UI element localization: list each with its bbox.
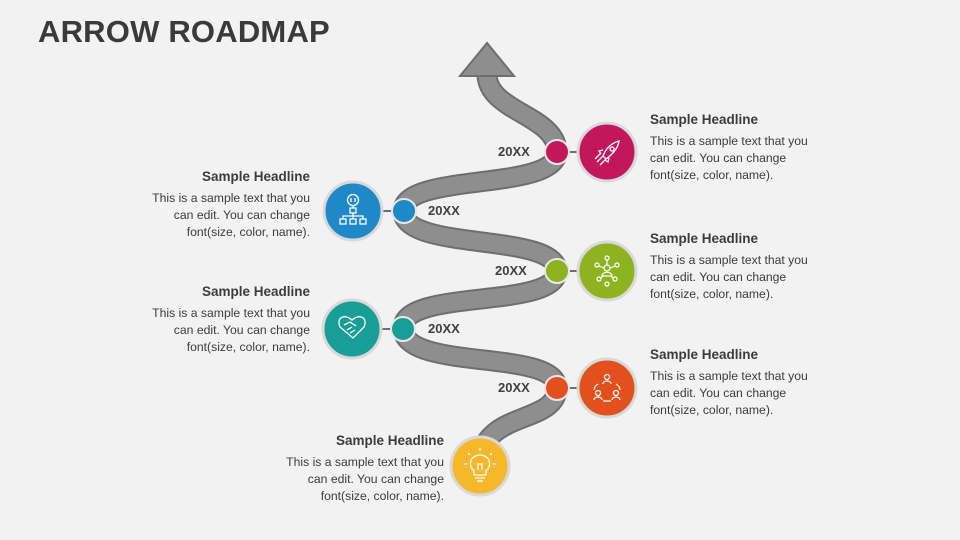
milestone-text-4: Sample Headline This is a sample text th… [130,284,310,356]
milestone-circle-1 [576,121,638,183]
page-title: ARROW ROADMAP [38,14,330,49]
milestone-text-5: Sample Headline This is a sample text th… [650,347,830,419]
milestone-circle-4 [321,298,383,360]
milestone-dot-1 [544,139,570,165]
year-label-1: 20XX [498,144,530,159]
year-label-3: 20XX [495,263,527,278]
milestone-body: This is a sample text that you can edit.… [650,134,808,182]
milestone-headline: Sample Headline [201,169,310,184]
milestone-headline: Sample Headline [201,284,310,299]
milestone-dot-5 [544,375,570,401]
milestone-headline: Sample Headline [650,231,759,246]
milestone-circle-2 [322,180,384,242]
milestone-body: This is a sample text that you can edit.… [152,306,310,354]
milestone-headline: Sample Headline [650,347,759,362]
year-label-2: 20XX [428,203,460,218]
milestone-body: This is a sample text that you can edit.… [286,455,444,503]
team-cycle-icon [593,373,621,402]
milestone-text-6: Sample Headline This is a sample text th… [264,433,444,505]
network-people-icon [594,255,620,287]
milestone-dot-2 [391,198,417,224]
milestone-text-3: Sample Headline This is a sample text th… [650,231,830,303]
handshake-icon [338,316,366,339]
milestone-body: This is a sample text that you can edit.… [152,191,310,239]
milestone-circle-3 [576,240,638,302]
year-label-4: 20XX [428,321,460,336]
milestone-headline: Sample Headline [650,112,759,127]
milestone-dot-4 [390,316,416,342]
lightbulb-icon [464,448,496,482]
road-arrowhead [457,41,517,77]
milestone-body: This is a sample text that you can edit.… [650,253,808,301]
milestone-circle-5 [576,357,638,419]
milestone-dot-3 [544,258,570,284]
rocket-icon [594,140,620,166]
year-label-5: 20XX [498,380,530,395]
organization-chart-icon [339,193,367,225]
milestone-text-2: Sample Headline This is a sample text th… [130,169,310,241]
milestone-text-1: Sample Headline This is a sample text th… [650,112,830,184]
milestone-circle-6 [449,435,511,497]
milestone-headline: Sample Headline [335,433,444,448]
milestone-body: This is a sample text that you can edit.… [650,369,808,417]
